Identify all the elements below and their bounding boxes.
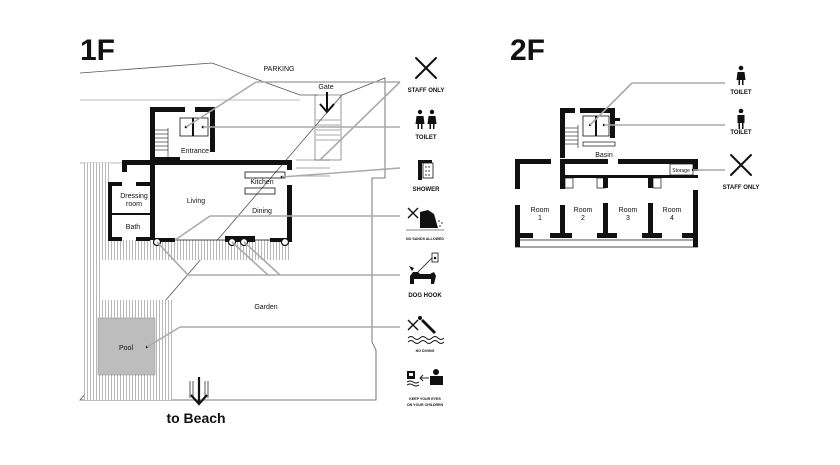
toilet-male-icon [737, 108, 745, 129]
toilet-female-icon [736, 65, 746, 85]
entrance-walls [150, 107, 215, 162]
no-diving-icon [407, 316, 445, 344]
upper-core-walls [560, 108, 620, 158]
legend-shower: SHOWER [413, 187, 441, 193]
label-storage: Storage [672, 168, 690, 174]
legend-leaders-1f [146, 81, 401, 348]
legend-2f-toilet-1: TOILET [730, 90, 752, 96]
label-entrance: Entrance [181, 148, 209, 155]
legend-no-diving: NO DIVING [416, 349, 435, 353]
no-sands-icon [406, 207, 444, 231]
main-house-walls [108, 160, 292, 242]
kitchen-counter [244, 171, 286, 179]
floor-1-plan: 1F [79, 34, 445, 426]
closet-room-1 [564, 177, 574, 189]
legend-1f: STAFF ONLY TOILET SHOWER [406, 57, 445, 407]
label-room3-name: Room [619, 207, 638, 214]
dog-hook-icon [409, 252, 439, 284]
label-room1-num: 1 [538, 215, 542, 222]
label-parking: PARKING [264, 66, 295, 73]
site-boundary [79, 62, 386, 401]
label-room2-num: 2 [581, 215, 585, 222]
legend-no-sands: NO SANDS ALLOWED [406, 237, 444, 241]
legend-2f: TOILET TOILET STAFF ONLY [723, 65, 760, 191]
second-floor-walls [515, 159, 698, 247]
label-garden: Garden [254, 304, 277, 311]
floor-2-title: 2F [510, 34, 545, 67]
label-basin: Basin [595, 152, 613, 159]
label-gate: Gate [318, 84, 333, 91]
toilet-icon [415, 109, 437, 129]
keep-eyes-icon [406, 369, 443, 387]
floor-1-title: 1F [80, 34, 115, 67]
label-bath: Bath [126, 224, 141, 231]
label-kitchen: Kitchen [250, 179, 273, 186]
legend-leaders-2f [589, 82, 725, 171]
legend-dog-hook: DOG HOOK [408, 293, 442, 299]
label-room4-name: Room [663, 207, 682, 214]
legend-toilet: TOILET [415, 135, 437, 141]
decking-terrace [102, 240, 290, 260]
gate-arrow-icon [319, 92, 335, 114]
shower-icon [418, 160, 434, 180]
decking-west-2 [102, 163, 110, 243]
upper-stairs [565, 125, 579, 148]
basin-counter [582, 141, 616, 147]
legend-2f-toilet-2: TOILET [730, 130, 752, 136]
to-beach-arrow-icon [190, 377, 208, 406]
legend-keep-eyes-line2: ON YOUR CHILDREN [407, 403, 444, 407]
staff-only-icon [415, 57, 437, 79]
pool [97, 317, 156, 376]
kitchen-island [244, 187, 276, 195]
beach-stairs [189, 381, 209, 398]
label-dressing-line1: Dressing [120, 193, 148, 200]
closet-room-4 [652, 177, 662, 189]
label-pool: Pool [119, 345, 133, 352]
label-to-beach: to Beach [166, 410, 225, 426]
label-dressing-line2: room [126, 201, 142, 208]
legend-staff-only: STAFF ONLY [408, 88, 445, 94]
label-room2-name: Room [574, 207, 593, 214]
label-room1-name: Room [531, 207, 550, 214]
label-room3-num: 3 [626, 215, 630, 222]
label-dining: Dining [252, 208, 272, 215]
label-living: Living [187, 198, 205, 205]
legend-keep-eyes-line1: KEEP YOUR EYES [409, 397, 441, 401]
legend-2f-staff-only: STAFF ONLY [723, 185, 760, 191]
floor-2-plan: 2F [510, 34, 760, 248]
entrance-stairs [155, 128, 169, 157]
closet-room-2 [596, 177, 606, 189]
decking-west [84, 163, 102, 400]
staff-only-icon [730, 154, 752, 176]
label-room4-num: 4 [670, 215, 674, 222]
